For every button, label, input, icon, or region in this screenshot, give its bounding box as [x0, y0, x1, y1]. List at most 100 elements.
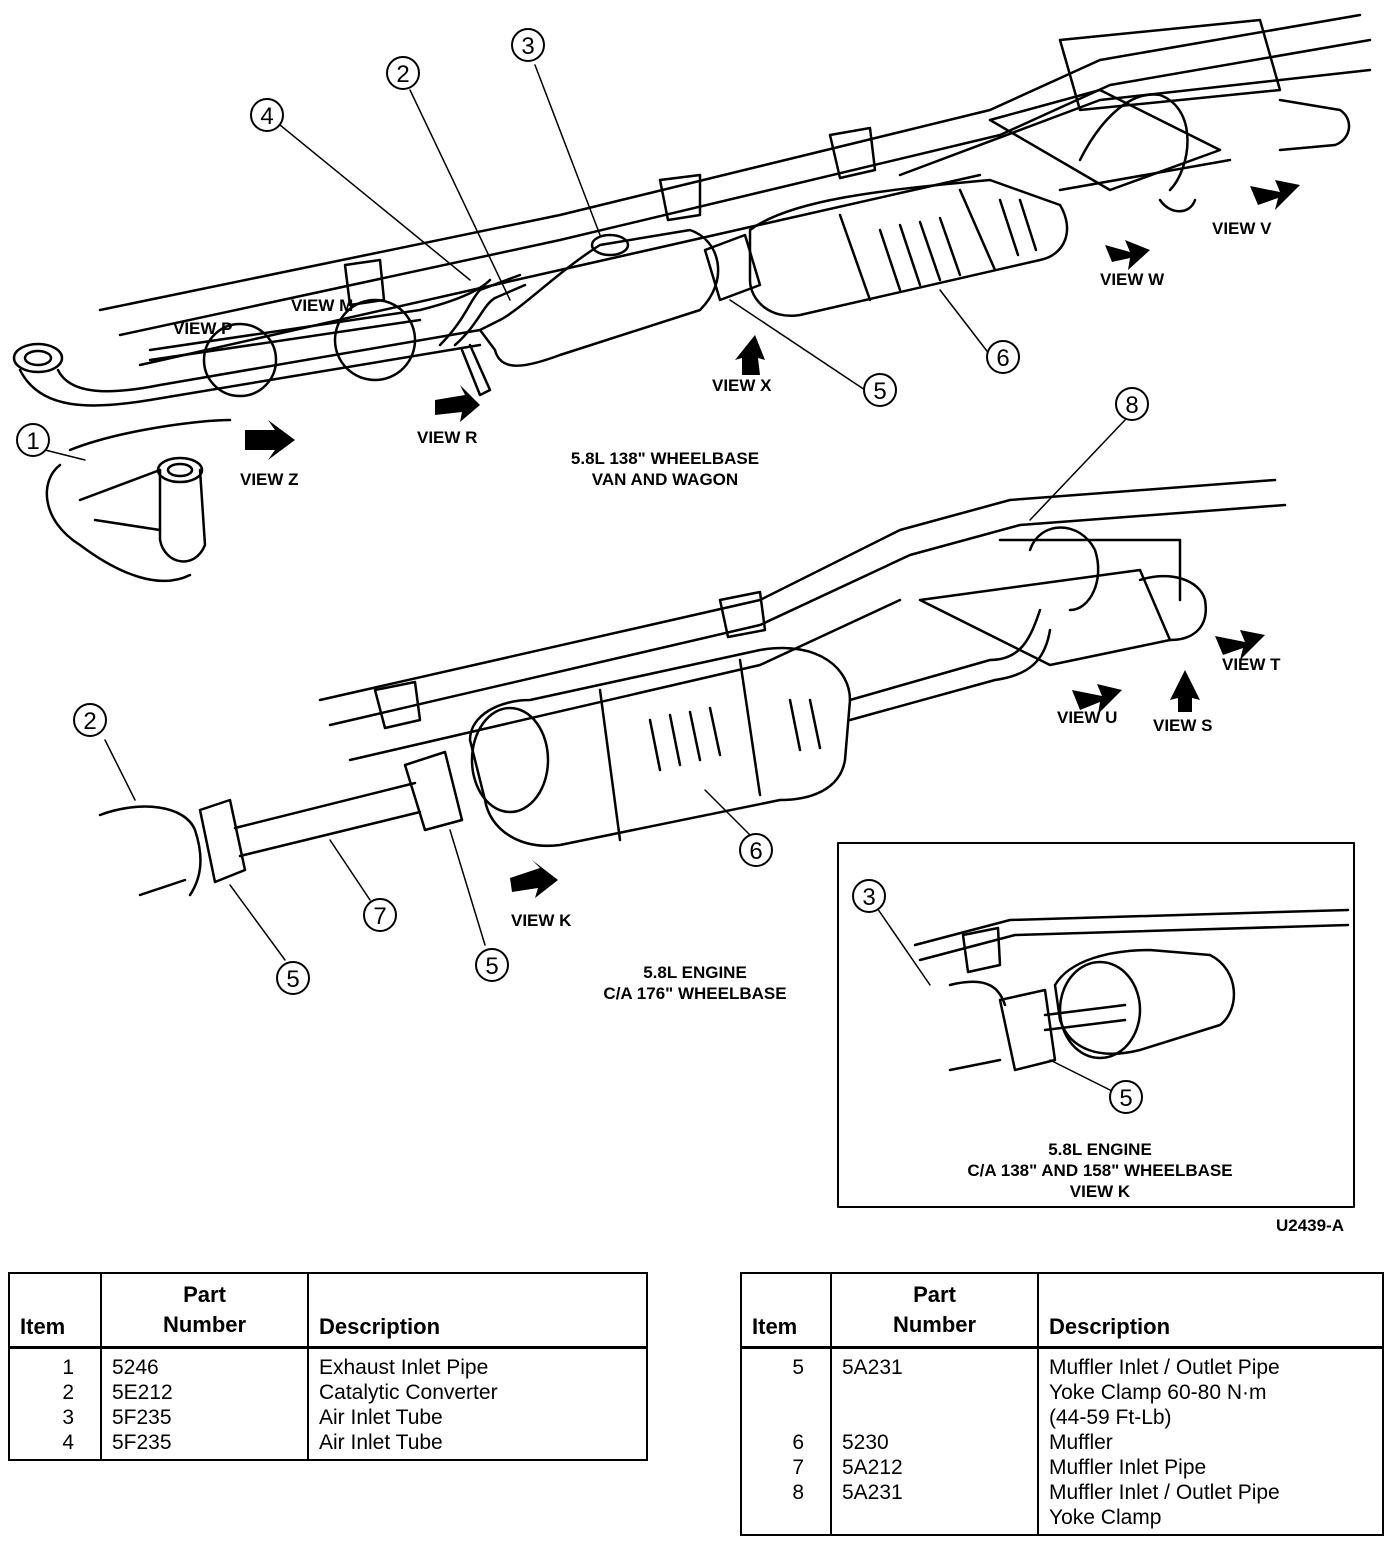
cell-desc-line: Yoke Clamp: [1049, 1506, 1162, 1529]
view-label-x: VIEW X: [712, 376, 772, 395]
caption-top-line2: VAN AND WAGON: [591, 470, 739, 489]
cell-item: 8: [740, 1480, 832, 1535]
figure-code: U2439-A: [1276, 1216, 1345, 1235]
caption-inset-line2: C/A 138" AND 158" WHEELBASE: [967, 1161, 1233, 1180]
callout-6-middle: 6: [749, 838, 762, 865]
middle-frame-rails: [318, 478, 1287, 762]
cell-desc-line: Muffler Inlet / Outlet Pipe: [1049, 1481, 1280, 1504]
caption-top-line1: 5.8L 138" WHEELBASE: [570, 449, 760, 468]
cell-part: 5F235: [100, 1405, 309, 1430]
top-frame-rails: [98, 13, 1372, 367]
callout-1: 1: [26, 428, 39, 455]
cell-item: 4: [8, 1430, 102, 1460]
cell-item: 5: [740, 1347, 832, 1430]
caption-middle-line1: 5.8L ENGINE: [643, 963, 747, 982]
middle-tailpipe: [848, 526, 1208, 722]
middle-muffler: [468, 646, 852, 848]
caption-inset: 5.8L ENGINE C/A 138" AND 158" WHEELBASE …: [920, 1139, 1280, 1202]
cell-part: 5A212: [830, 1455, 1039, 1480]
view-label-u: VIEW U: [1057, 708, 1117, 727]
cell-desc-line: Muffler Inlet / Outlet Pipe: [1049, 1356, 1280, 1379]
col-header-description: Description: [307, 1273, 648, 1349]
cell-item: 2: [8, 1380, 102, 1405]
callout-5-top: 5: [873, 378, 886, 405]
col-header-part-line2: Number: [892, 1312, 977, 1337]
callout-6-top: 6: [996, 345, 1009, 372]
callout-2-top: 2: [396, 61, 409, 88]
cell-item: 3: [8, 1405, 102, 1430]
cell-part: 5A231: [830, 1347, 1039, 1430]
view-k-inset-frame: [837, 842, 1355, 1208]
view-arrows: [245, 180, 1300, 898]
exhaust-system-diagram: VIEW P VIEW M VIEW R VIEW Z VIEW X VIEW …: [12, 13, 1372, 1208]
callout-7: 7: [373, 903, 386, 930]
view-label-r: VIEW R: [417, 428, 477, 447]
callout-5-middle-right: 5: [485, 953, 498, 980]
col-header-part-line1: Part: [183, 1282, 226, 1307]
view-label-z: VIEW Z: [240, 470, 299, 489]
cell-part: 5E212: [100, 1380, 309, 1405]
callout-5-inset: 5: [1119, 1085, 1132, 1112]
view-label-k: VIEW K: [511, 911, 572, 930]
caption-inset-line3: VIEW K: [1069, 1182, 1131, 1201]
view-label-w: VIEW W: [1100, 270, 1165, 289]
caption-top: 5.8L 138" WHEELBASE VAN AND WAGON: [545, 448, 785, 490]
cell-part: 5F235: [100, 1430, 309, 1460]
callout-number-group: 1 2 3 4 5 6 8 2 7 5 5 6 3 5: [26, 33, 1138, 1112]
cell-desc: Air Inlet Tube: [307, 1405, 648, 1430]
view-label-t: VIEW T: [1222, 655, 1281, 674]
view-label-p: VIEW P: [173, 319, 233, 338]
col-header-part-line2: Number: [162, 1312, 247, 1337]
cell-desc: Air Inlet Tube: [307, 1430, 648, 1460]
col-header-description: Description: [1037, 1273, 1384, 1349]
leader-lines: [44, 64, 1126, 1091]
middle-inlet-pipe: [98, 750, 464, 897]
callout-5-middle-left: 5: [286, 966, 299, 993]
air-inlet-tubes: [148, 258, 527, 398]
cell-desc: Muffler Inlet / Outlet Pipe Yoke Clamp 6…: [1037, 1347, 1384, 1430]
callout-3-inset: 3: [862, 884, 875, 911]
cell-part: 5246: [100, 1347, 309, 1380]
callout-3-top: 3: [521, 33, 534, 60]
cell-desc-line: (44-59 Ft-Lb): [1049, 1406, 1172, 1429]
cell-desc: Catalytic Converter: [307, 1380, 648, 1405]
top-muffler: [703, 178, 1069, 318]
cell-item: 1: [8, 1347, 102, 1380]
catalytic-converter: [460, 228, 720, 397]
col-header-part-line1: Part: [913, 1282, 956, 1307]
cell-item: 6: [740, 1430, 832, 1455]
table-row: 5 5A231 Muffler Inlet / Outlet Pipe Yoke…: [740, 1347, 1384, 1430]
cell-item: 7: [740, 1455, 832, 1480]
table-row: 8 5A231 Muffler Inlet / Outlet Pipe Yoke…: [740, 1480, 1384, 1535]
cell-desc: Muffler Inlet / Outlet Pipe Yoke Clamp: [1037, 1480, 1384, 1535]
cell-desc-line: Yoke Clamp 60-80 N·m: [1049, 1381, 1267, 1404]
view-label-m: VIEW M: [291, 296, 353, 315]
callout-4: 4: [260, 103, 273, 130]
caption-middle: 5.8L ENGINE C/A 176" WHEELBASE: [575, 962, 815, 1004]
callout-circles: [16, 28, 1149, 1114]
cell-part: 5A231: [830, 1480, 1039, 1535]
top-tailpipe: [988, 88, 1351, 213]
col-header-item: Item: [8, 1273, 102, 1349]
cell-desc: Muffler: [1037, 1430, 1384, 1455]
col-header-item: Item: [740, 1273, 832, 1349]
cell-part: 5230: [830, 1430, 1039, 1455]
callout-8: 8: [1125, 392, 1138, 419]
view-label-s: VIEW S: [1153, 716, 1213, 735]
caption-middle-line2: C/A 176" WHEELBASE: [603, 984, 787, 1003]
exhaust-inlet-pipe: [12, 328, 482, 583]
inset-assembly: [913, 908, 1350, 1072]
view-label-v: VIEW V: [1212, 219, 1272, 238]
